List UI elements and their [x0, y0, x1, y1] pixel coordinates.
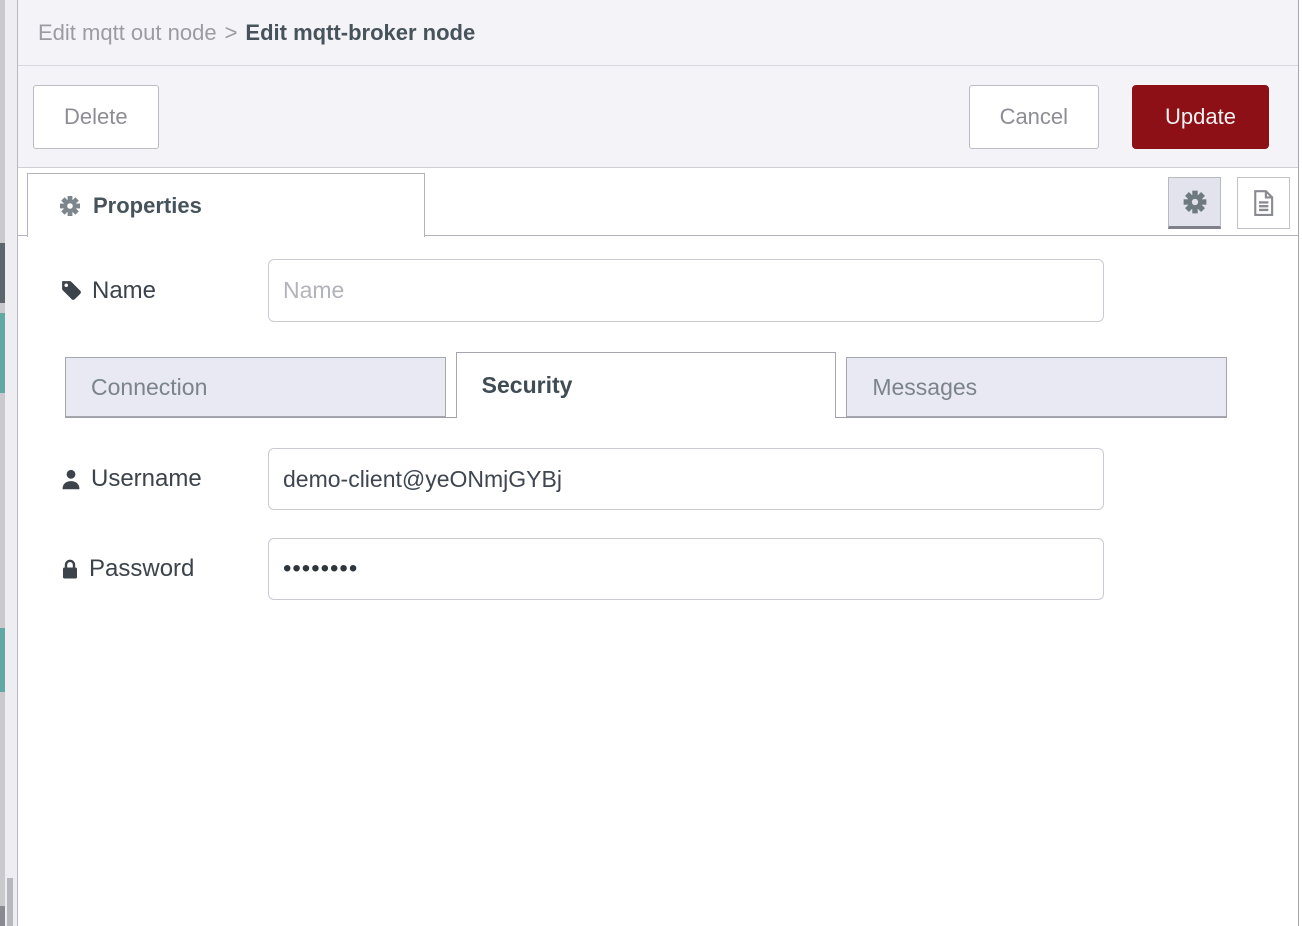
palette-node-fragment: [0, 906, 5, 926]
tab-security[interactable]: Security: [455, 352, 837, 418]
palette-scrollbar[interactable]: [7, 878, 13, 926]
edit-node-properties-button[interactable]: [1168, 177, 1221, 229]
tray-toolbar: Delete Cancel Update: [18, 66, 1298, 168]
username-label-text: Username: [91, 465, 202, 492]
tab-messages[interactable]: Messages: [846, 357, 1228, 417]
tab-connection[interactable]: Connection: [65, 357, 446, 417]
update-button[interactable]: Update: [1132, 84, 1269, 149]
tab-connection-label: Connection: [91, 373, 208, 400]
gear-icon: [58, 194, 82, 218]
breadcrumb-separator: >: [224, 19, 238, 45]
name-field-row: Name: [18, 259, 1298, 322]
username-field-row: Username: [18, 448, 1298, 510]
delete-button[interactable]: Delete: [33, 84, 159, 149]
lock-icon: [60, 558, 80, 580]
palette-node-fragment: [0, 313, 5, 393]
user-icon: [60, 468, 82, 490]
name-label: Name: [18, 277, 268, 305]
breadcrumb: Edit mqtt out node > Edit mqtt-broker no…: [18, 0, 1298, 66]
palette-node-fragment: [0, 243, 5, 303]
tab-properties-label: Properties: [93, 192, 202, 218]
breadcrumb-parent[interactable]: Edit mqtt out node: [38, 19, 217, 45]
palette-strip: [0, 0, 18, 926]
tray-body: Name Connection Security Messages: [18, 236, 1298, 600]
cancel-button[interactable]: Cancel: [968, 84, 1100, 149]
edit-tray: Edit mqtt out node > Edit mqtt-broker no…: [18, 0, 1299, 926]
tab-security-label: Security: [481, 372, 573, 398]
password-label: Password: [18, 555, 268, 583]
password-field-row: Password: [18, 538, 1298, 600]
username-label: Username: [18, 465, 268, 493]
broker-config-tabs: Connection Security Messages: [65, 352, 1228, 418]
breadcrumb-current: Edit mqtt-broker node: [245, 19, 476, 45]
password-input[interactable]: [268, 538, 1104, 600]
tray-tab-bar: Properties: [18, 168, 1298, 237]
document-icon: [1249, 188, 1279, 218]
name-label-text: Name: [92, 276, 157, 304]
tag-icon: [60, 279, 83, 302]
tab-messages-label: Messages: [872, 373, 978, 400]
password-label-text: Password: [89, 555, 195, 582]
name-input[interactable]: [268, 259, 1104, 322]
palette-node-fragment: [0, 628, 5, 692]
palette-column: [0, 0, 5, 926]
gear-icon: [1182, 189, 1208, 215]
node-description-button[interactable]: [1237, 177, 1290, 229]
username-input[interactable]: [268, 448, 1104, 510]
tab-properties[interactable]: Properties: [27, 173, 425, 237]
